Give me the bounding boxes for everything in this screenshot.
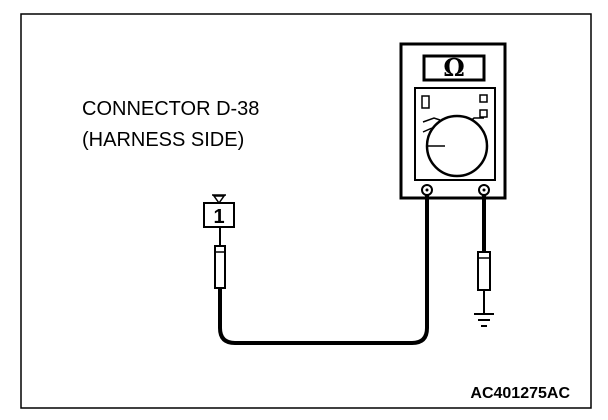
meter-range-mark-left-2: [422, 127, 433, 133]
ohm-symbol: Ω: [443, 53, 464, 82]
probe-left-body: [214, 245, 226, 289]
lead-wire-com: [218, 195, 429, 345]
meter-display: [422, 54, 486, 82]
meter-terminal-com-core: [425, 188, 429, 192]
meter-range-mark-left: [422, 117, 441, 123]
connector-caption-line2: (HARNESS SIDE): [82, 129, 244, 151]
ground-icon: [474, 313, 494, 327]
probe-right: [477, 251, 491, 314]
probe-right-body: [477, 251, 491, 291]
meter-switch-right-top: [479, 94, 488, 103]
connector-lock-tab: [212, 195, 226, 205]
ohmmeter: Ω: [399, 42, 507, 200]
connector-d38: 1: [203, 194, 235, 228]
connector-pin-box: [203, 202, 235, 228]
connector-pin-number: 1: [213, 206, 224, 228]
probe-left: [214, 228, 226, 289]
meter-switch-left: [421, 95, 430, 109]
meter-terminal-v-core: [482, 188, 486, 192]
figure-code: AC401275AC: [470, 385, 570, 402]
connector-caption-line1: CONNECTOR D-38: [82, 98, 259, 120]
meter-switch-right-bottom: [479, 109, 488, 118]
